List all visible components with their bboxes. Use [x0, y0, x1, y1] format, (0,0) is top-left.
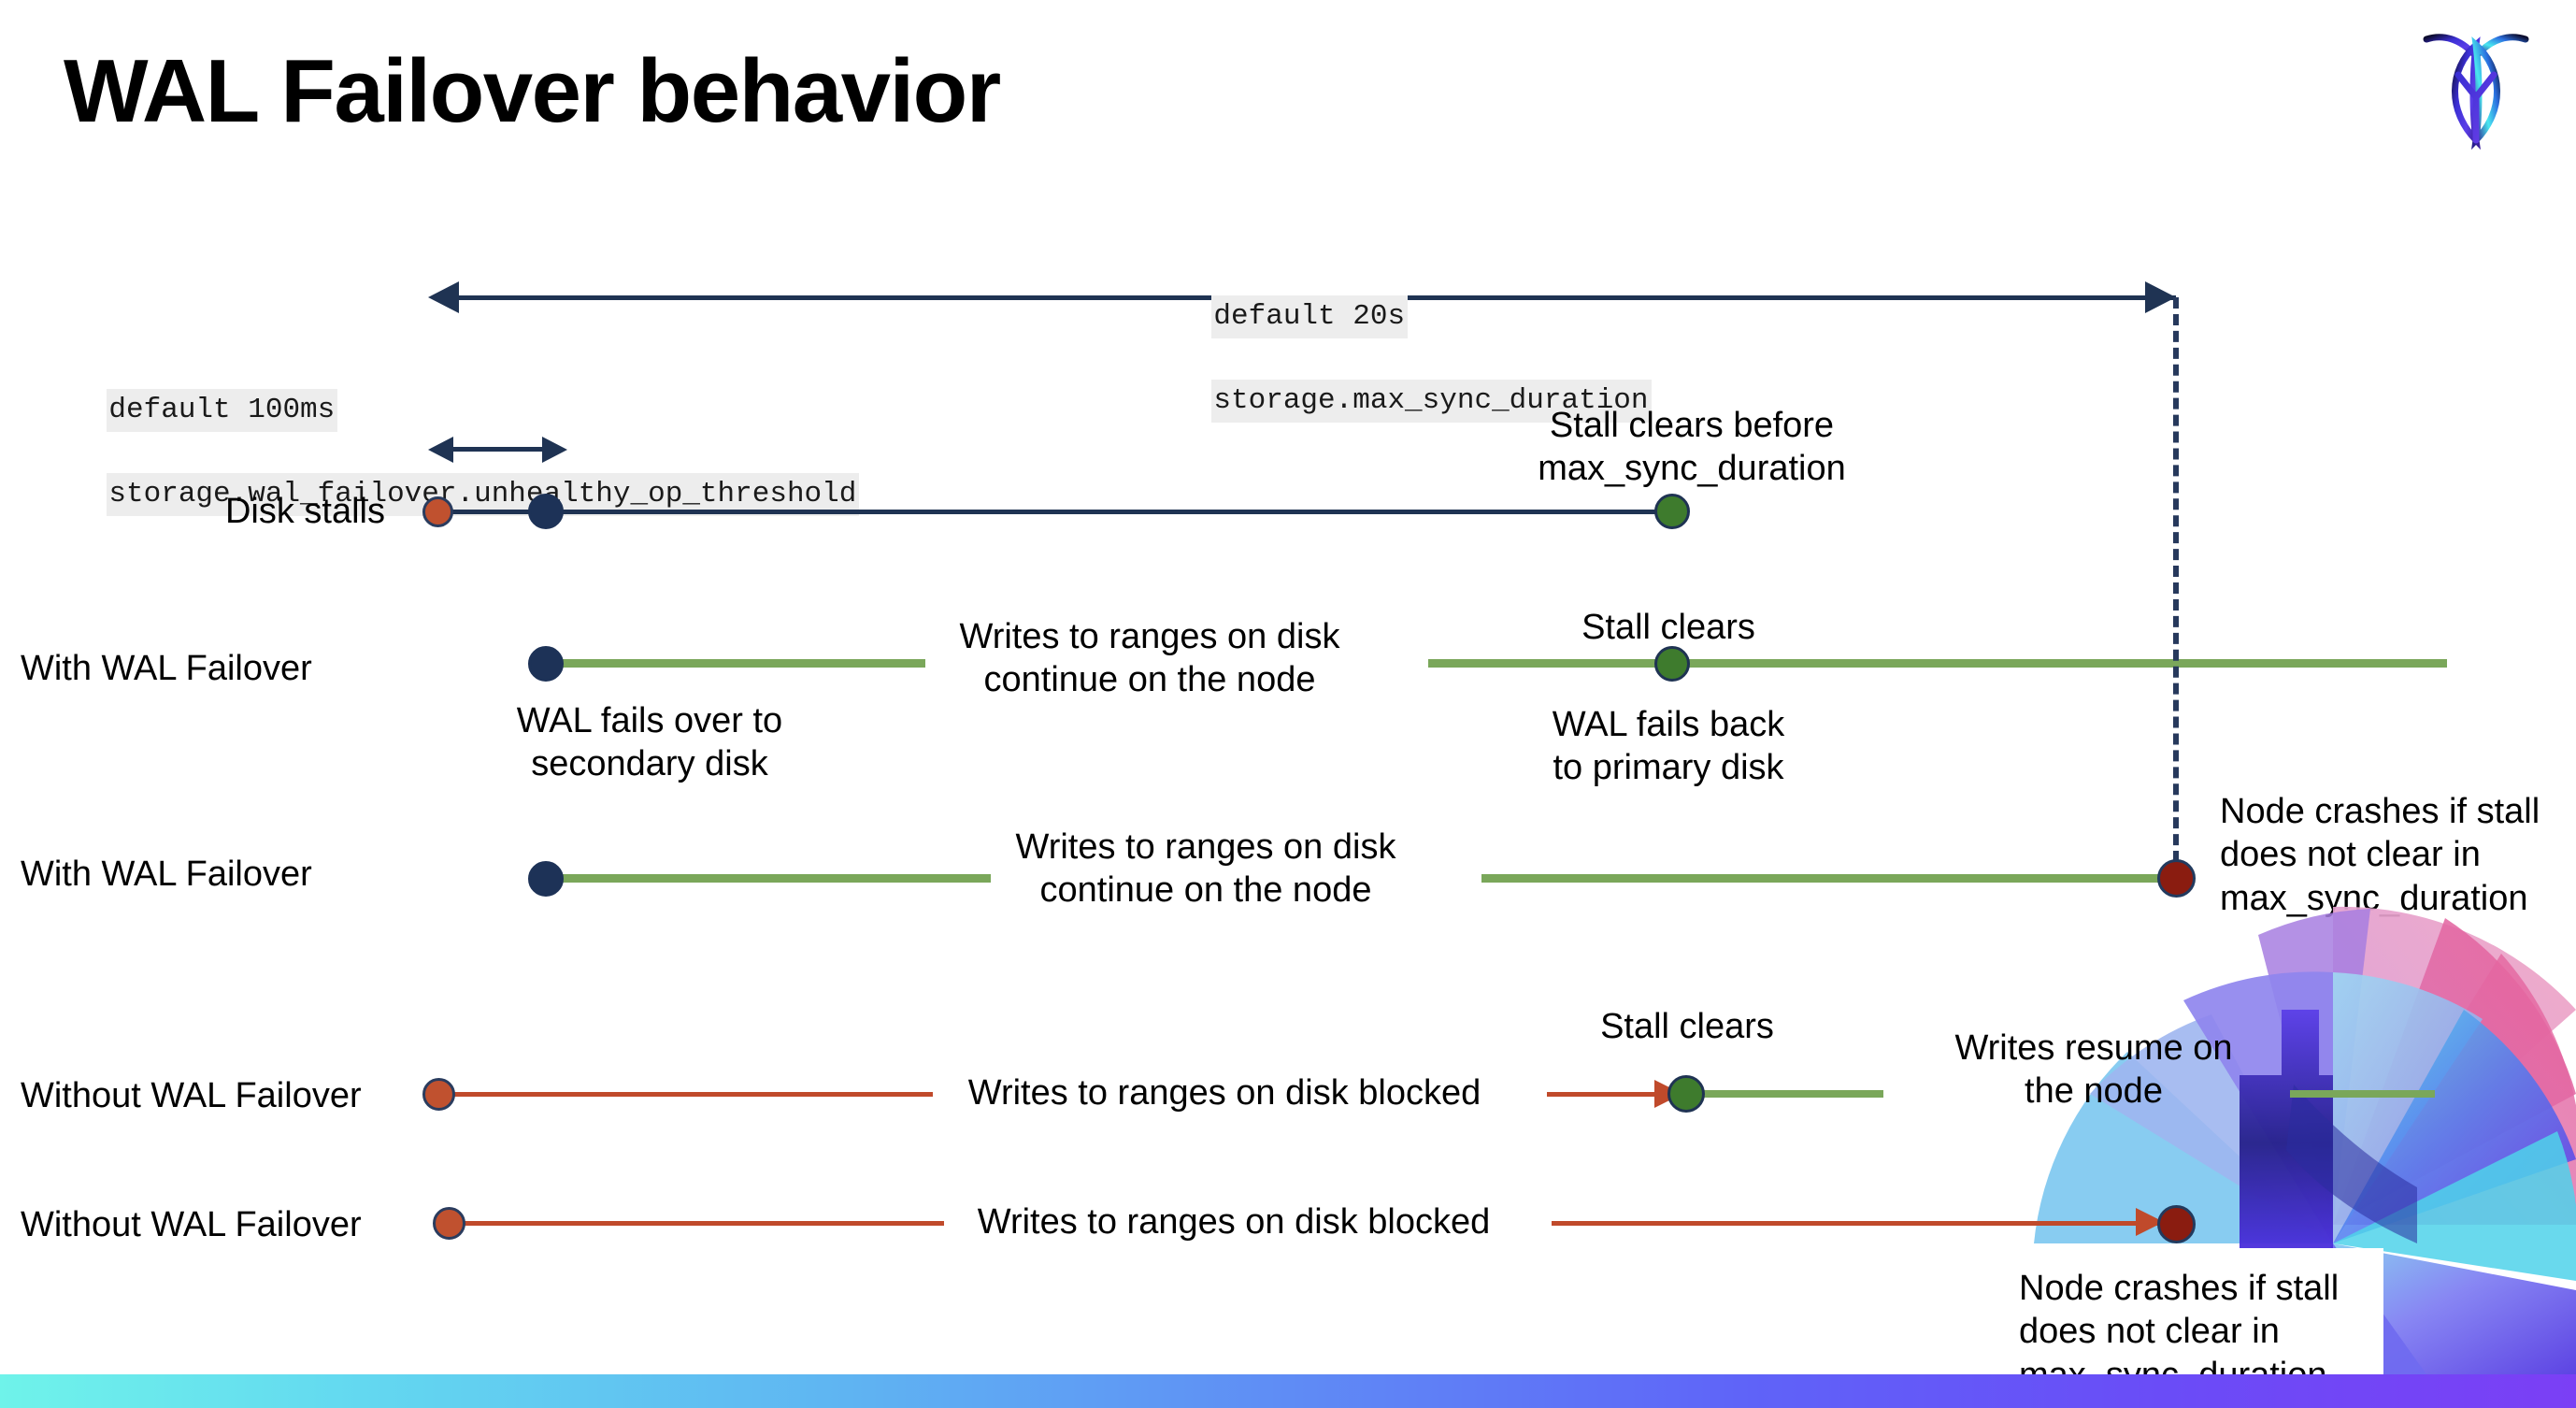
disk-stall-start-marker-row4 — [422, 1078, 455, 1111]
max-sync-span-arrow-right — [2145, 281, 2176, 313]
without-wal-failover-blocked-line-a — [447, 1092, 933, 1097]
without-wal-failover-crash-line-a — [458, 1221, 944, 1226]
annotation-writes-resume: Writes resume on the node — [1954, 1028, 2233, 1112]
threshold-span-arrow-left — [428, 437, 453, 463]
wal-failover-trigger-marker-row2 — [528, 646, 564, 682]
unhealthy-op-threshold-callout: default 100ms storage.wal_failover.unhea… — [37, 348, 860, 557]
annotation-wal-fails-back: WAL fails back to primary disk — [1552, 705, 1785, 788]
with-wal-failover-line-b — [1428, 659, 2447, 668]
with-wal-failover-line-a — [542, 659, 925, 668]
without-wal-failover-resume-line-a — [1696, 1090, 1883, 1098]
max-sync-span-arrow-left — [428, 281, 459, 313]
node-crash-marker-row5 — [2157, 1205, 2196, 1243]
annotation-writes-blocked-1: Writes to ranges on disk blocked — [967, 1073, 1481, 1113]
stall-clears-marker-row2 — [1654, 646, 1690, 682]
annotation-wal-fails-over: WAL fails over to secondary disk — [516, 701, 783, 784]
wal-failover-trigger-marker-row3 — [528, 861, 564, 897]
annotation-stall-clears-2: Stall clears — [1581, 608, 1755, 647]
cockroachdb-logo-icon — [2421, 21, 2531, 151]
annotation-writes-continue-1: Writes to ranges on disk continue on the… — [959, 617, 1340, 700]
row-label-with-wal-failover-1: With WAL Failover — [21, 649, 312, 688]
row-label-disk-stalls: Disk stalls — [224, 492, 385, 531]
page-title: WAL Failover behavior — [64, 41, 1001, 141]
max-sync-setting-name: storage.max_sync_duration — [1211, 380, 1652, 424]
without-wal-failover-resume-line-b — [2290, 1090, 2435, 1098]
row-label-without-wal-failover-1: Without WAL Failover — [21, 1076, 362, 1115]
annotation-node-crashes-1: Node crashes if stall does not clear in … — [2220, 792, 2540, 918]
stall-clears-marker-row1 — [1654, 494, 1690, 529]
annotation-writes-continue-2: Writes to ranges on disk continue on the… — [1015, 827, 1396, 911]
annotation-writes-blocked-2: Writes to ranges on disk blocked — [977, 1202, 1491, 1242]
unhealthy-threshold-default-value: default 100ms — [107, 389, 338, 433]
without-wal-failover-crash-line-b — [1552, 1221, 2164, 1226]
unhealthy-threshold-setting-name: storage.wal_failover.unhealthy_op_thresh… — [107, 473, 860, 517]
stall-clears-marker-row4 — [1667, 1075, 1705, 1113]
with-wal-failover-crash-line-b — [1481, 874, 2173, 883]
max-sync-duration-dashed-connector — [2173, 297, 2179, 879]
disk-stall-start-marker-row5 — [433, 1207, 465, 1240]
without-wal-failover-blocked-line-b — [1547, 1092, 1673, 1097]
disk-stalls-timeline — [439, 510, 1682, 514]
annotation-stall-clears-3: Stall clears — [1600, 1007, 1774, 1046]
bottom-gradient-bar — [0, 1374, 2576, 1408]
max-sync-default-value: default 20s — [1211, 295, 1409, 339]
row-label-without-wal-failover-2: Without WAL Failover — [21, 1205, 362, 1244]
wal-failover-trigger-marker-row1 — [528, 494, 564, 529]
threshold-span-line — [451, 447, 545, 452]
row-label-with-wal-failover-2: With WAL Failover — [21, 855, 312, 894]
node-crash-marker-row3 — [2157, 859, 2196, 898]
with-wal-failover-crash-line-a — [542, 874, 991, 883]
disk-stall-start-marker — [422, 496, 453, 527]
max-sync-duration-callout: default 20s storage.max_sync_duration — [1142, 254, 1652, 464]
annotation-stall-clears-before: Stall clears before max_sync_duration — [1538, 406, 1846, 489]
threshold-span-arrow-right — [542, 437, 567, 463]
